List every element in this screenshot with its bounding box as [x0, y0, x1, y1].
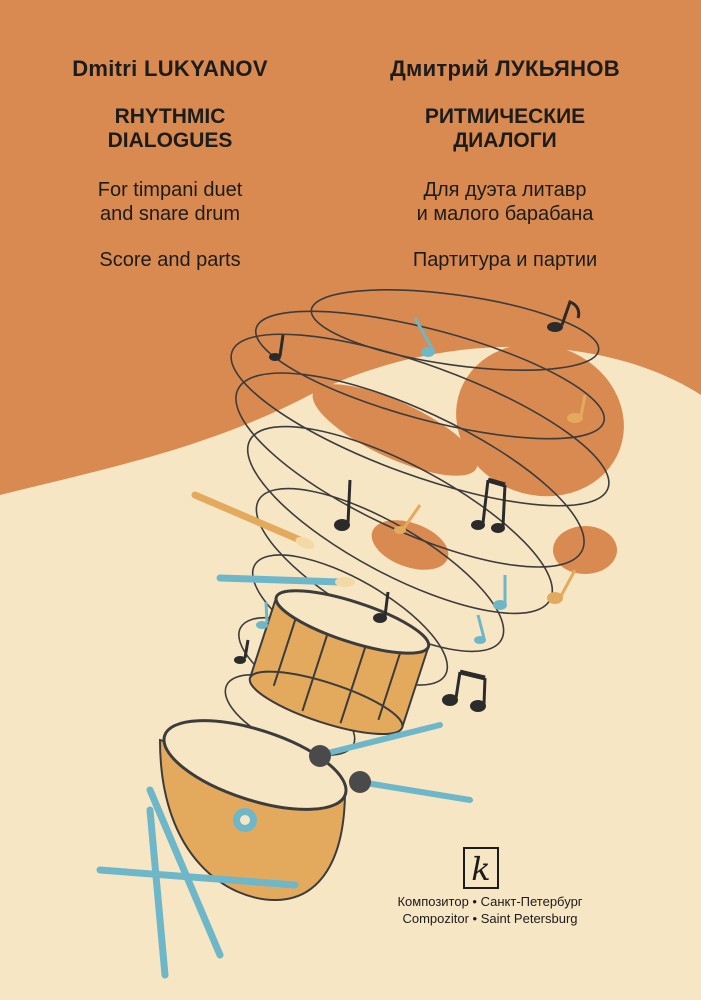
title-en-line2: DIALOGUES	[107, 129, 233, 152]
drumstick-upper-blue	[216, 574, 355, 587]
eighth-note-icon	[547, 569, 577, 604]
mallet-upper	[309, 722, 443, 767]
eighth-note-icon	[413, 317, 435, 357]
timpani-drum	[158, 719, 348, 902]
eighth-note-icon	[373, 591, 390, 623]
crossed-sticks	[96, 786, 299, 979]
author-name-en: Dmitri LUKYANOV	[72, 56, 268, 81]
subtitle-en-line1: For timpani duet	[97, 179, 243, 201]
eighth-note-icon	[547, 300, 581, 332]
edition-ru: Партитура и партии	[412, 249, 598, 271]
publisher-line-en: Compozitor • Saint Petersburg	[402, 911, 578, 926]
edition-en: Score and parts	[99, 249, 241, 271]
subtitle-ru-line2: и малого барабана	[416, 203, 594, 225]
eighth-note-icon	[567, 394, 587, 423]
cymbal-blob-small	[371, 520, 449, 570]
snare-drum	[248, 589, 431, 735]
publisher-logo: k	[463, 847, 499, 889]
cymbal-blob-large	[456, 343, 624, 497]
title-ru-line2: ДИАЛОГИ	[453, 129, 557, 152]
svg-text:k: k	[471, 850, 490, 888]
eighth-note-icon	[269, 334, 285, 361]
author-name-ru: Дмитрий ЛУКЬЯНОВ	[390, 56, 620, 81]
eighth-note-icon	[474, 614, 486, 644]
eighth-note-icon	[234, 639, 250, 664]
music-notes-gold	[394, 394, 587, 604]
title-ru-line1: РИТМИЧЕСКИЕ	[424, 105, 586, 128]
beamed-notes-icon	[471, 477, 507, 533]
subtitle-en-line2: and snare drum	[99, 203, 241, 225]
orange-background	[0, 0, 701, 495]
cymbal-blob-right	[553, 526, 617, 574]
drumstick-upper-left	[191, 491, 315, 550]
cymbal-blob-middle	[312, 384, 478, 476]
publisher-line-ru: Композитор • Санкт-Петербург	[397, 894, 583, 909]
eighth-note-icon	[493, 575, 507, 610]
eighth-note-icon	[256, 601, 269, 629]
mallet-lower	[349, 771, 473, 803]
eighth-note-icon	[394, 504, 422, 534]
music-notes	[234, 300, 581, 712]
music-notes-blue	[256, 317, 507, 644]
beamed-notes-icon	[442, 669, 487, 712]
title-en-line1: RHYTHMIC	[114, 105, 226, 128]
subtitle-ru-line1: Для дуэта литавр	[423, 179, 587, 201]
eighth-note-icon	[334, 479, 352, 531]
